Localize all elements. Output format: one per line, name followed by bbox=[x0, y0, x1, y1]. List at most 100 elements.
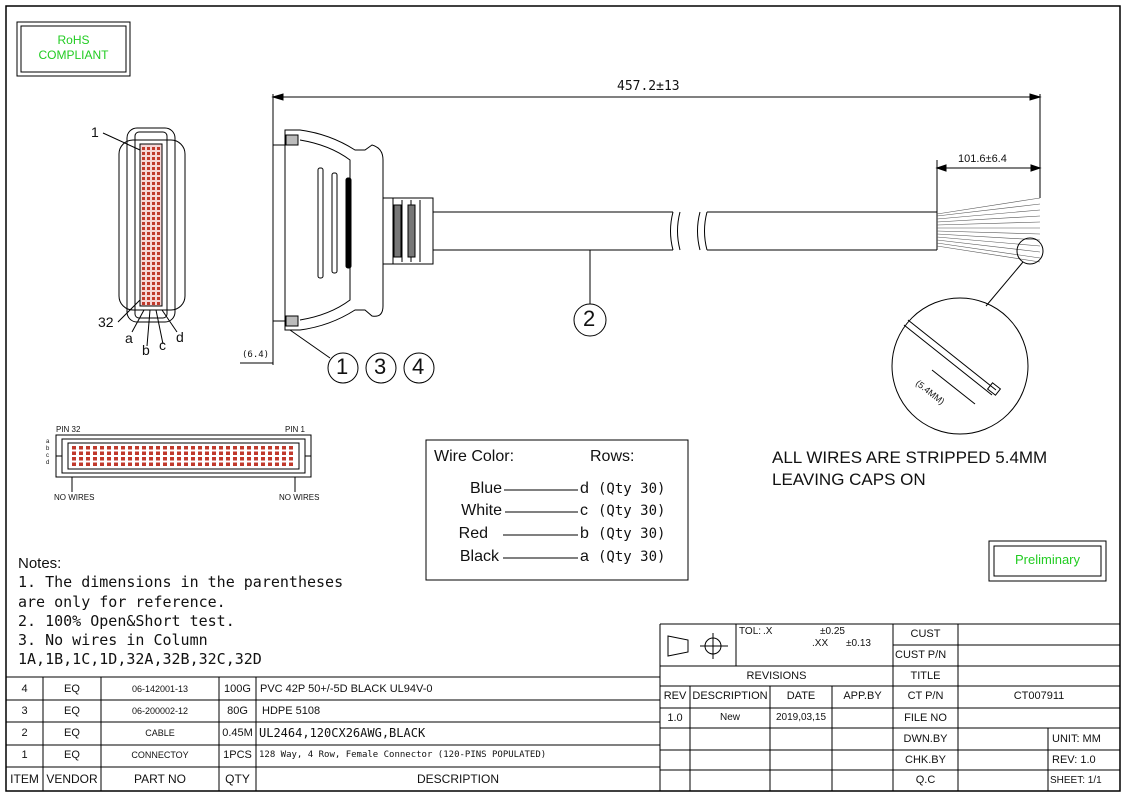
front-pin-dot bbox=[156, 462, 160, 466]
tol-label: TOL: bbox=[739, 626, 762, 637]
front-pin-dot bbox=[268, 451, 272, 455]
front-pin-dot bbox=[219, 446, 223, 450]
pin-dot bbox=[147, 162, 150, 165]
front-pin-dot bbox=[100, 451, 104, 455]
front-pin-dot bbox=[86, 457, 90, 461]
pin-dot bbox=[157, 192, 160, 195]
front-pin-dot bbox=[177, 457, 181, 461]
pin-dot bbox=[142, 197, 145, 200]
callout-2: 2 bbox=[583, 306, 596, 331]
note-line-2: are only for reference. bbox=[18, 593, 226, 611]
offset-dim: (6.4) bbox=[242, 350, 270, 360]
rev-header-appby: APP.BY bbox=[843, 690, 882, 702]
front-pin-dot bbox=[261, 446, 265, 450]
front-pin-dot bbox=[198, 451, 202, 455]
front-pin-dot bbox=[79, 462, 83, 466]
front-pin-dot bbox=[275, 446, 279, 450]
pin-dot bbox=[142, 252, 145, 255]
strip-dimension bbox=[935, 160, 1042, 250]
pin-dot bbox=[142, 157, 145, 160]
front-pin-dot bbox=[226, 457, 230, 461]
pin-dot bbox=[142, 232, 145, 235]
qty-d: (Qty 30) bbox=[598, 481, 666, 497]
pin-dot bbox=[147, 267, 150, 270]
front-pin-dot bbox=[107, 446, 111, 450]
front-pin-dot bbox=[100, 446, 104, 450]
pin-dot bbox=[142, 207, 145, 210]
bom-part: CABLE bbox=[145, 728, 175, 738]
pin-dot bbox=[157, 257, 160, 260]
stripped-note-line2: LEAVING CAPS ON bbox=[772, 470, 926, 489]
rev-desc-value: New bbox=[719, 712, 740, 723]
front-pin-dot bbox=[282, 451, 286, 455]
front-pin-dot bbox=[275, 462, 279, 466]
pin-dot bbox=[147, 177, 150, 180]
stripped-wires bbox=[936, 197, 1041, 263]
pin-dot bbox=[147, 212, 150, 215]
pin-dot bbox=[147, 232, 150, 235]
front-pin-dot bbox=[226, 451, 230, 455]
connector-hood bbox=[240, 129, 384, 365]
pin-dot bbox=[157, 252, 160, 255]
title-block-grid bbox=[659, 623, 1120, 791]
pin-dot bbox=[152, 287, 155, 290]
front-pin-dot bbox=[135, 446, 139, 450]
front-pin-dot bbox=[135, 462, 139, 466]
bom-table-grid bbox=[6, 676, 660, 791]
front-pin-dot bbox=[121, 446, 125, 450]
rohs-box-outer bbox=[16, 21, 131, 77]
front-pin-dot bbox=[100, 462, 104, 466]
front-pin-dot bbox=[289, 457, 293, 461]
no-wires-left: NO WIRES bbox=[54, 493, 95, 502]
pin-dot bbox=[147, 227, 150, 230]
bom-item: 3 bbox=[21, 705, 28, 717]
label-file-no: FILE NO bbox=[904, 712, 947, 724]
pin-dot bbox=[157, 262, 160, 265]
pin-dot bbox=[157, 272, 160, 275]
front-pin-dot bbox=[163, 457, 167, 461]
label-title: TITLE bbox=[910, 670, 941, 682]
pin-dot bbox=[147, 207, 150, 210]
pin-dot bbox=[157, 297, 160, 300]
preliminary-box-outer bbox=[988, 540, 1107, 582]
row-c-label: c bbox=[159, 337, 166, 353]
front-pin-dot bbox=[142, 451, 146, 455]
bom-qty: 0.45M bbox=[222, 727, 253, 739]
pin-dot bbox=[152, 272, 155, 275]
pin-dot bbox=[157, 292, 160, 295]
front-pin-dot bbox=[79, 451, 83, 455]
drawing-border bbox=[5, 5, 1121, 792]
pin-dot bbox=[142, 297, 145, 300]
pin-dot bbox=[152, 182, 155, 185]
front-pin-dot bbox=[212, 451, 216, 455]
pin-dot bbox=[152, 167, 155, 170]
pin-dot bbox=[157, 232, 160, 235]
front-pin-dot bbox=[226, 446, 230, 450]
pin-dot bbox=[147, 192, 150, 195]
pin-dot bbox=[157, 207, 160, 210]
front-pin-dot bbox=[86, 462, 90, 466]
rev-header-desc: DESCRIPTION bbox=[692, 690, 768, 702]
pin-dot bbox=[152, 202, 155, 205]
front-pin-dot bbox=[163, 451, 167, 455]
front-pin-dot bbox=[177, 451, 181, 455]
rohs-badge: RoHS COMPLIANT bbox=[21, 33, 126, 63]
front-pin-dot bbox=[142, 462, 146, 466]
pin32-label: 32 bbox=[98, 314, 114, 330]
front-pin-dot bbox=[191, 446, 195, 450]
label-cust: CUST bbox=[910, 628, 941, 640]
pin-dot bbox=[152, 152, 155, 155]
front-pin-dot bbox=[184, 457, 188, 461]
bom-desc: UL2464,120CX26AWG,BLACK bbox=[259, 726, 426, 740]
front-pin-dot bbox=[128, 457, 132, 461]
rohs-line2: COMPLIANT bbox=[38, 48, 109, 62]
front-pin-dot bbox=[149, 457, 153, 461]
pin-dot bbox=[142, 202, 145, 205]
pin-dot bbox=[147, 277, 150, 280]
preliminary-box-inner bbox=[993, 545, 1102, 577]
front-pin-dot bbox=[177, 462, 181, 466]
rows-header: Rows: bbox=[590, 448, 635, 465]
front-pin-dot bbox=[240, 446, 244, 450]
front-pin-dot bbox=[100, 457, 104, 461]
